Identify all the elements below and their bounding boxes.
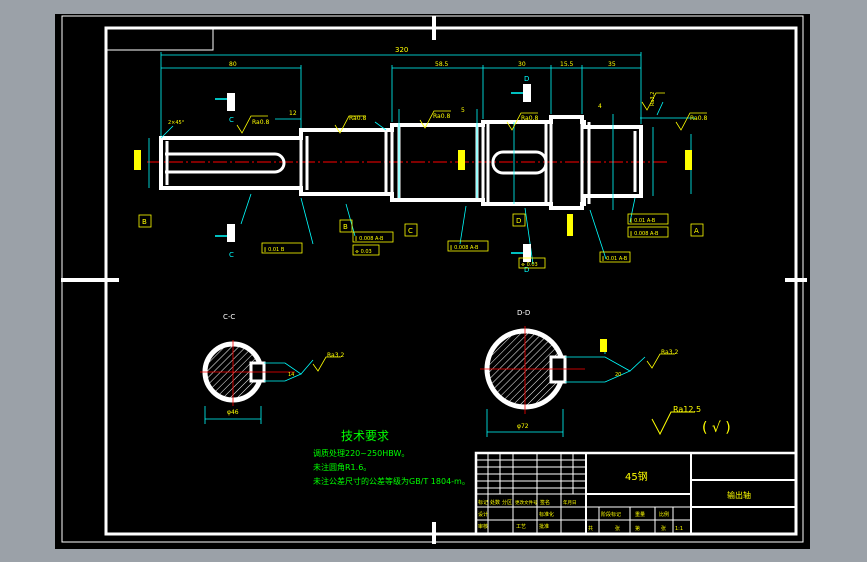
datum-a: A	[694, 227, 699, 235]
roughness-5: Ra0.8	[690, 115, 707, 122]
dim-58-5: 58.5	[435, 61, 449, 68]
cad-viewport: C C D D B B C D A 320 80 58.5 30 15.5 35…	[55, 14, 810, 549]
tol-frame-4: ∥ 0.008 A-B	[450, 245, 479, 251]
dim-30: 30	[518, 61, 526, 68]
keyway-right	[491, 150, 548, 175]
section-d-title: D-D	[517, 309, 530, 317]
general-roughness: Ra12.5 ( √ )	[651, 405, 731, 436]
title-right-label-4: 共	[588, 525, 593, 532]
title-right-label-6: 第	[635, 525, 640, 532]
datum-b-2: B	[343, 223, 348, 231]
section-mark-c-top: C	[229, 116, 234, 124]
tol-frame-3: ⌯ 0.03	[355, 249, 372, 255]
section-c-diameter: φ46	[227, 409, 239, 416]
section-c-title: C-C	[223, 313, 235, 321]
dim-35: 35	[608, 61, 616, 68]
drawing-frame	[104, 26, 798, 536]
tol-frame-1: ∥ 0.01 B	[264, 247, 285, 253]
datum-b-1: B	[142, 218, 147, 226]
keyway-left	[165, 152, 286, 174]
title-row-label-1: 标记	[478, 499, 488, 506]
dim-80: 80	[229, 61, 237, 68]
notes-line-2: 未注圆角R1.6。	[313, 462, 371, 472]
tol-frame-6: ∥ 0.01 A-B	[630, 218, 656, 224]
roughness-1: Ra0.8	[252, 119, 269, 126]
title-mid-label-5: 年月日	[563, 499, 577, 506]
roughness-6: Ra3.2	[650, 92, 656, 106]
title-part-name: 输出轴	[727, 490, 751, 500]
section-mark-d-top: D	[524, 75, 529, 83]
section-c-c: C-C Ra3.2 φ46 14	[200, 313, 344, 424]
roughness-3: Ra0.8	[433, 113, 450, 120]
title-row-label-2: 设计	[478, 511, 488, 518]
dim-12: 12	[289, 110, 297, 117]
tol-frame-7: ∥ 0.008 A-B	[630, 231, 659, 237]
title-mid-label-1: 处数	[490, 499, 500, 506]
section-d-d: D-D Ra3.2 φ72 20	[480, 309, 678, 437]
general-roughness-check: ( √ )	[702, 420, 731, 436]
title-right-label-2: 重量	[635, 511, 645, 518]
section-mark-c-bottom: C	[229, 251, 234, 259]
title-right-label-3: 比例	[659, 511, 669, 518]
section-d-keyway: 20	[615, 372, 621, 378]
section-c-keyway: 14	[288, 372, 294, 378]
title-right-label-1: 阶段标记	[601, 511, 621, 518]
centering-marks	[61, 16, 807, 544]
title-block: 45钢 输出轴 标记 设计 审核 工艺 处数 分区 更改文件号 签名 年月日 标…	[474, 451, 798, 536]
title-row-label-4: 工艺	[516, 524, 526, 530]
title-right-label-5: 张	[615, 525, 620, 532]
engineering-drawing: C C D D B B C D A 320 80 58.5 30 15.5 35…	[61, 15, 807, 544]
section-c-roughness: Ra3.2	[327, 352, 344, 359]
dim-5: 5	[461, 107, 465, 114]
dim-15-5: 15.5	[560, 61, 574, 68]
title-row-label-3: 审核	[478, 523, 488, 530]
dim-overall: 320	[395, 46, 408, 54]
section-d-roughness: Ra3.2	[661, 349, 678, 356]
stamp-box	[106, 28, 214, 51]
title-mid-label-4: 签名	[540, 499, 550, 506]
dim-4: 4	[598, 103, 602, 110]
title-right-label-7: 张	[661, 525, 666, 532]
tol-frame-2: ∥ 0.008 A-B	[355, 236, 384, 242]
technical-notes: 技术要求 调质处理220~250HBW。 未注圆角R1.6。 未注公差尺寸的公差…	[313, 429, 470, 486]
title-material: 45钢	[625, 470, 648, 483]
title-mid-label-2: 分区	[502, 499, 512, 506]
section-d-diameter: φ72	[517, 423, 529, 430]
section-mark-d-bottom: D	[524, 266, 529, 274]
dim-chamfer: 2×45°	[168, 120, 185, 126]
tol-frame-5: ⌯ 0.03	[521, 262, 538, 268]
notes-line-3: 未注公差尺寸的公差等级为GB/T 1804-m。	[313, 476, 470, 486]
roughness-4: Ra0.8	[521, 115, 538, 122]
shaft-main-view: C C D D B B C D A 320 80 58.5 30 15.5 35…	[134, 46, 707, 274]
title-mid-label-6: 标准化	[539, 511, 554, 518]
datum-c: C	[408, 227, 413, 235]
title-mid-label-3: 更改文件号	[515, 499, 538, 506]
roughness-2: Ra0.8	[349, 115, 366, 122]
datum-d: D	[516, 217, 521, 225]
general-roughness-value: Ra12.5	[673, 405, 701, 414]
notes-title: 技术要求	[341, 429, 389, 443]
title-scale: 1:1	[675, 526, 683, 532]
notes-line-1: 调质处理220~250HBW。	[313, 448, 409, 458]
tol-frame-8: ∥ 0.01 A-B	[602, 256, 628, 262]
title-mid-label-7: 批准	[539, 523, 549, 530]
